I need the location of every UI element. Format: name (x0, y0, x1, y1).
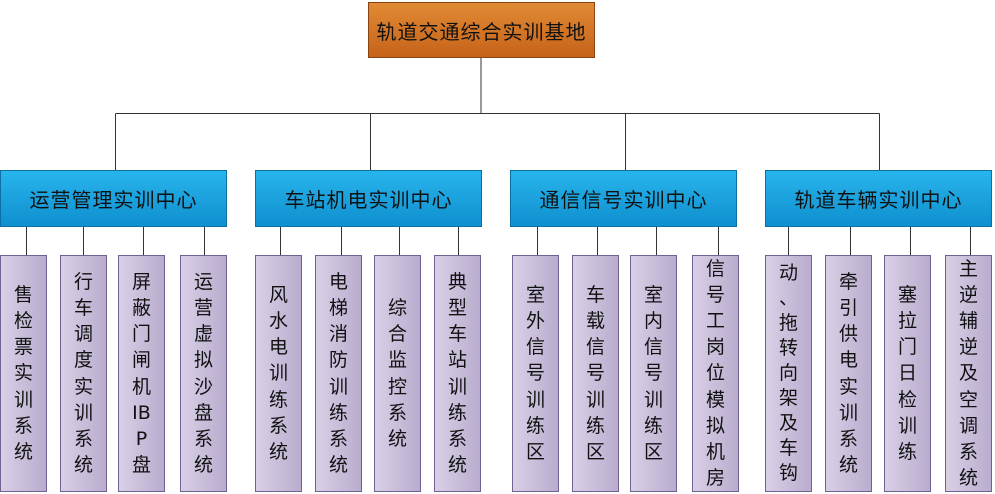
leaf-onboard-signal[interactable]: 车载信号训练区 (572, 255, 619, 492)
root-label: 轨道交通综合实训基地 (376, 19, 587, 44)
leaf-label: 运营虚拟沙盘系统 (193, 270, 213, 477)
leaf-label: 牵引供电实训系统 (838, 270, 858, 477)
center-label: 轨道车辆实训中心 (794, 188, 963, 212)
center-label: 通信信号实训中心 (539, 188, 708, 212)
leaf-label: 综合监控系统 (387, 296, 407, 450)
leaf-virtual-sandbox[interactable]: 运营虚拟沙盘系统 (180, 255, 227, 492)
center-signalling[interactable]: 通信信号实训中心 (510, 170, 737, 227)
center-label: 运营管理实训中心 (29, 188, 198, 212)
center-label: 车站机电实训中心 (284, 188, 453, 212)
leaf-label: 室外信号训练区 (525, 283, 545, 464)
leaf-ticketing[interactable]: 售检票实训系统 (0, 255, 47, 492)
leaf-outdoor-signal[interactable]: 室外信号训练区 (512, 255, 559, 492)
leaf-elevator-fire[interactable]: 电梯消防训练系统 (315, 255, 362, 492)
leaf-label: 风水电训练系统 (268, 283, 288, 464)
leaf-label: 动、拖转向架及车钩 (778, 261, 798, 485)
leaf-label: 典型车站训练系统 (447, 270, 467, 477)
leaf-label: 电梯消防训练系统 (328, 270, 348, 477)
leaf-label: 屏蔽门闸机IBP盘 (131, 270, 151, 477)
root-node[interactable]: 轨道交通综合实训基地 (368, 2, 595, 58)
leaf-label: 车载信号训练区 (585, 283, 605, 464)
leaf-train-dispatch[interactable]: 行车调度实训系统 (60, 255, 107, 492)
center-operations[interactable]: 运营管理实训中心 (0, 170, 227, 227)
center-rolling-stock[interactable]: 轨道车辆实训中心 (765, 170, 992, 227)
leaf-traction-power[interactable]: 牵引供电实训系统 (825, 255, 872, 492)
leaf-typical-station[interactable]: 典型车站训练系统 (434, 255, 481, 492)
leaf-signal-post-sim[interactable]: 信号工岗位模拟机房 (692, 255, 739, 492)
leaf-label: 塞拉门日检训练 (897, 283, 917, 464)
leaf-hvac-electric[interactable]: 风水电训练系统 (255, 255, 302, 492)
leaf-label: 室内信号训练区 (643, 283, 663, 464)
leaf-bogie-coupler[interactable]: 动、拖转向架及车钩 (765, 255, 812, 492)
leaf-inverter-ac[interactable]: 主逆辅逆及空调系统 (945, 255, 992, 492)
leaf-label: 信号工岗位模拟机房 (705, 257, 725, 490)
leaf-label: 售检票实训系统 (13, 283, 33, 464)
leaf-indoor-signal[interactable]: 室内信号训练区 (630, 255, 677, 492)
leaf-label: 主逆辅逆及空调系统 (958, 257, 978, 490)
leaf-platform-doors[interactable]: 屏蔽门闸机IBP盘 (118, 255, 165, 492)
leaf-plug-door[interactable]: 塞拉门日检训练 (884, 255, 931, 492)
leaf-integrated-monitoring[interactable]: 综合监控系统 (374, 255, 421, 492)
leaf-label: 行车调度实训系统 (73, 270, 93, 477)
center-station-electromechanical[interactable]: 车站机电实训中心 (255, 170, 482, 227)
